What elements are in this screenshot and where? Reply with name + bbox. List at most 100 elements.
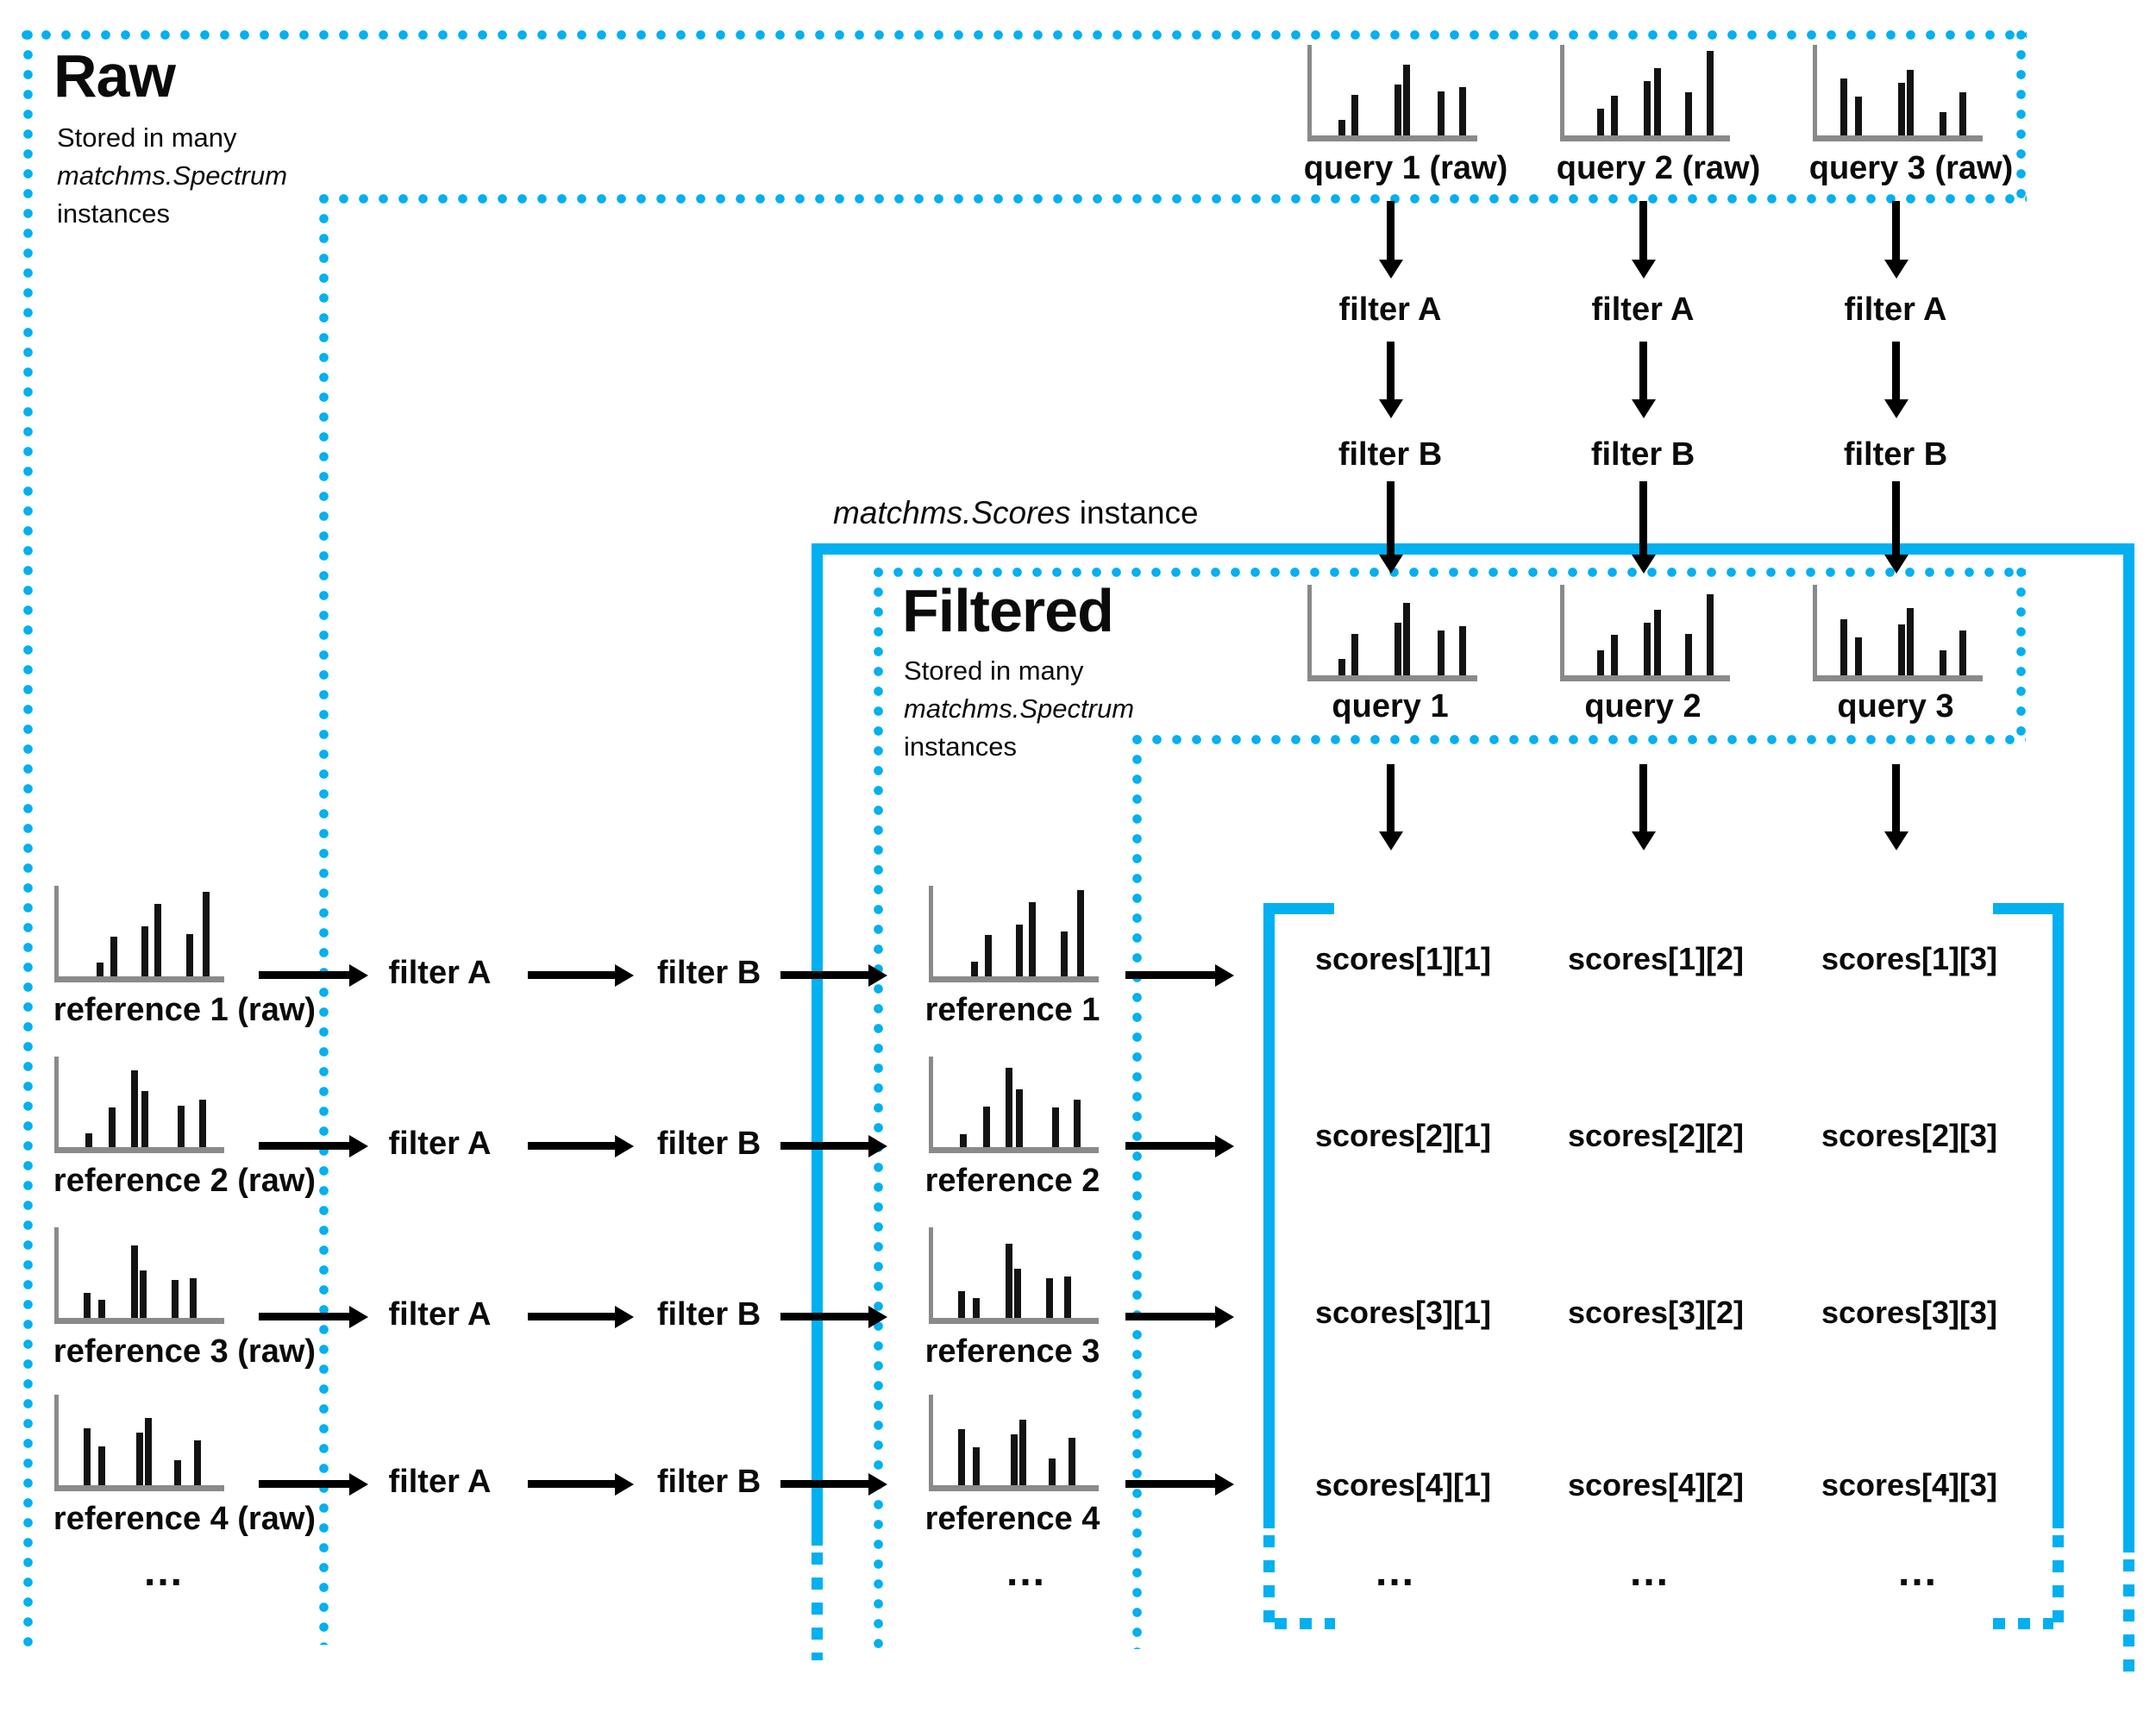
query-raw-spectrum-3	[1813, 45, 1983, 141]
spectrum-peak	[1685, 91, 1693, 135]
scores-box-border-left-continuation	[812, 1552, 823, 1660]
spectrum-peak	[1052, 1107, 1060, 1147]
raw-subtitle-line3: instances	[57, 198, 170, 229]
scores-bracket-right	[2053, 903, 2064, 1528]
scores-box-border-top	[812, 543, 2134, 555]
spectrum-peak	[108, 1107, 116, 1147]
right-arrow-icon	[528, 1142, 616, 1150]
scores-column-2-ellipsis: ...	[1629, 1549, 1670, 1595]
reference-filtered-spectrum-4	[929, 1395, 1099, 1491]
spectrum-peak	[1069, 1438, 1076, 1485]
spectrum-peak	[973, 1446, 981, 1485]
spectrum-peak	[97, 963, 104, 976]
spectrum-peak	[1597, 108, 1605, 135]
reference-filtered-spectrum-1	[929, 886, 1099, 982]
right-arrow-icon	[259, 1313, 350, 1320]
spectrum-peak	[1060, 931, 1068, 976]
spectrum-peak	[178, 1105, 185, 1147]
spectrum-peak	[984, 934, 992, 976]
reference-filter-a-2: filter A	[388, 1126, 492, 1162]
spectrum-peak	[1016, 925, 1023, 976]
right-arrow-icon	[1125, 1142, 1216, 1150]
reference-filtered-label-3: reference 3	[924, 1333, 1100, 1370]
scores-cell-2-2: scores[2][2]	[1567, 1118, 1745, 1153]
query-filter-b-1: filter B	[1338, 436, 1443, 473]
query-filtered-spectrum-2	[1560, 585, 1730, 681]
query-filter-a-2: filter A	[1591, 292, 1695, 328]
filtered-title: Filtered	[902, 577, 1114, 644]
spectrum-peak	[171, 1279, 179, 1318]
filtered-subtitle-line2: matchms.Spectrum	[904, 693, 1135, 724]
reference-filtered-spectrum-3	[929, 1227, 1099, 1324]
spectrum-peak	[1402, 65, 1410, 135]
spectrum-peak	[1906, 608, 1914, 675]
query-filtered-label-1: query 1	[1332, 688, 1449, 724]
scores-cell-3-3: scores[3][3]	[1821, 1295, 1998, 1330]
spectrum-peak	[971, 962, 979, 976]
down-arrow-icon	[1892, 481, 1900, 555]
scores-cell-4-2: scores[4][2]	[1567, 1467, 1745, 1502]
down-arrow-icon	[1892, 201, 1900, 260]
down-arrow-icon	[1892, 342, 1900, 400]
spectrum-peak	[1653, 68, 1661, 135]
reference-filter-a-3: filter A	[388, 1296, 492, 1333]
raw-border-top	[22, 30, 2027, 40]
right-arrow-icon	[1125, 1480, 1216, 1488]
reference-raw-spectrum-1	[54, 886, 224, 982]
query-raw-label-2: query 2 (raw)	[1556, 150, 1761, 186]
right-arrow-icon	[528, 1480, 616, 1488]
raw-border-right	[2016, 30, 2026, 204]
spectrum-peak	[1959, 91, 1967, 135]
spectrum-peak	[1029, 901, 1037, 976]
spectrum-peak	[1437, 630, 1445, 675]
spectrum-peak	[174, 1459, 182, 1485]
spectrum-peak	[140, 1270, 147, 1318]
spectrum-peak	[1940, 649, 1947, 675]
scores-cell-1-3: scores[1][3]	[1821, 941, 1998, 976]
scores-box-border-right-continuation	[2123, 1559, 2134, 1680]
spectrum-peak	[1644, 623, 1651, 675]
reference-filtered-label-2: reference 2	[924, 1163, 1100, 1199]
scores-cell-3-1: scores[3][1]	[1314, 1295, 1492, 1330]
query-filter-b-3: filter B	[1843, 436, 1948, 473]
down-arrow-icon	[1387, 201, 1395, 260]
down-arrow-icon	[1387, 342, 1395, 400]
scores-cell-2-3: scores[2][3]	[1821, 1118, 1998, 1153]
spectrum-peak	[1351, 633, 1359, 675]
spectrum-peak	[1906, 70, 1914, 135]
scores-bracket-left-bottom-stub	[1275, 1618, 1335, 1629]
spectrum-peak	[1898, 83, 1906, 135]
spectrum-peak	[1644, 81, 1651, 135]
query-filtered-label-3: query 3	[1837, 688, 1954, 724]
spectrum-peak	[1437, 91, 1445, 135]
spectrum-peak	[1063, 1276, 1071, 1318]
right-arrow-icon	[1125, 971, 1216, 979]
scores-instance-label-regular: instance	[1070, 495, 1199, 530]
scores-cell-4-3: scores[4][3]	[1821, 1467, 1998, 1502]
spectrum-peak	[203, 892, 210, 976]
query-filter-a-1: filter A	[1338, 292, 1442, 328]
reference-filter-b-1: filter B	[656, 955, 761, 991]
spectrum-peak	[1006, 1243, 1013, 1318]
spectrum-peak	[136, 1433, 144, 1485]
spectrum-peak	[1855, 96, 1863, 135]
scores-bracket-left-continuation	[1263, 1535, 1275, 1624]
spectrum-peak	[1074, 1100, 1081, 1147]
spectrum-peak	[1855, 637, 1863, 675]
reference-raw-spectrum-3	[54, 1227, 224, 1324]
spectrum-peak	[110, 936, 117, 976]
reference-filtered-label-1: reference 1	[924, 992, 1100, 1028]
query-raw-spectrum-1	[1307, 45, 1477, 141]
down-arrow-icon	[1639, 764, 1647, 832]
spectrum-peak	[141, 926, 148, 976]
spectrum-peak	[973, 1297, 981, 1318]
right-arrow-icon	[528, 1313, 616, 1320]
query-raw-spectrum-2	[1560, 45, 1730, 141]
reference-raw-spectrum-4	[54, 1395, 224, 1491]
down-arrow-icon	[1387, 481, 1395, 555]
down-arrow-icon	[1639, 481, 1647, 555]
spectrum-peak	[98, 1446, 106, 1485]
spectrum-peak	[1653, 610, 1661, 675]
spectrum-peak	[1597, 649, 1605, 675]
spectrum-peak	[144, 1418, 152, 1485]
